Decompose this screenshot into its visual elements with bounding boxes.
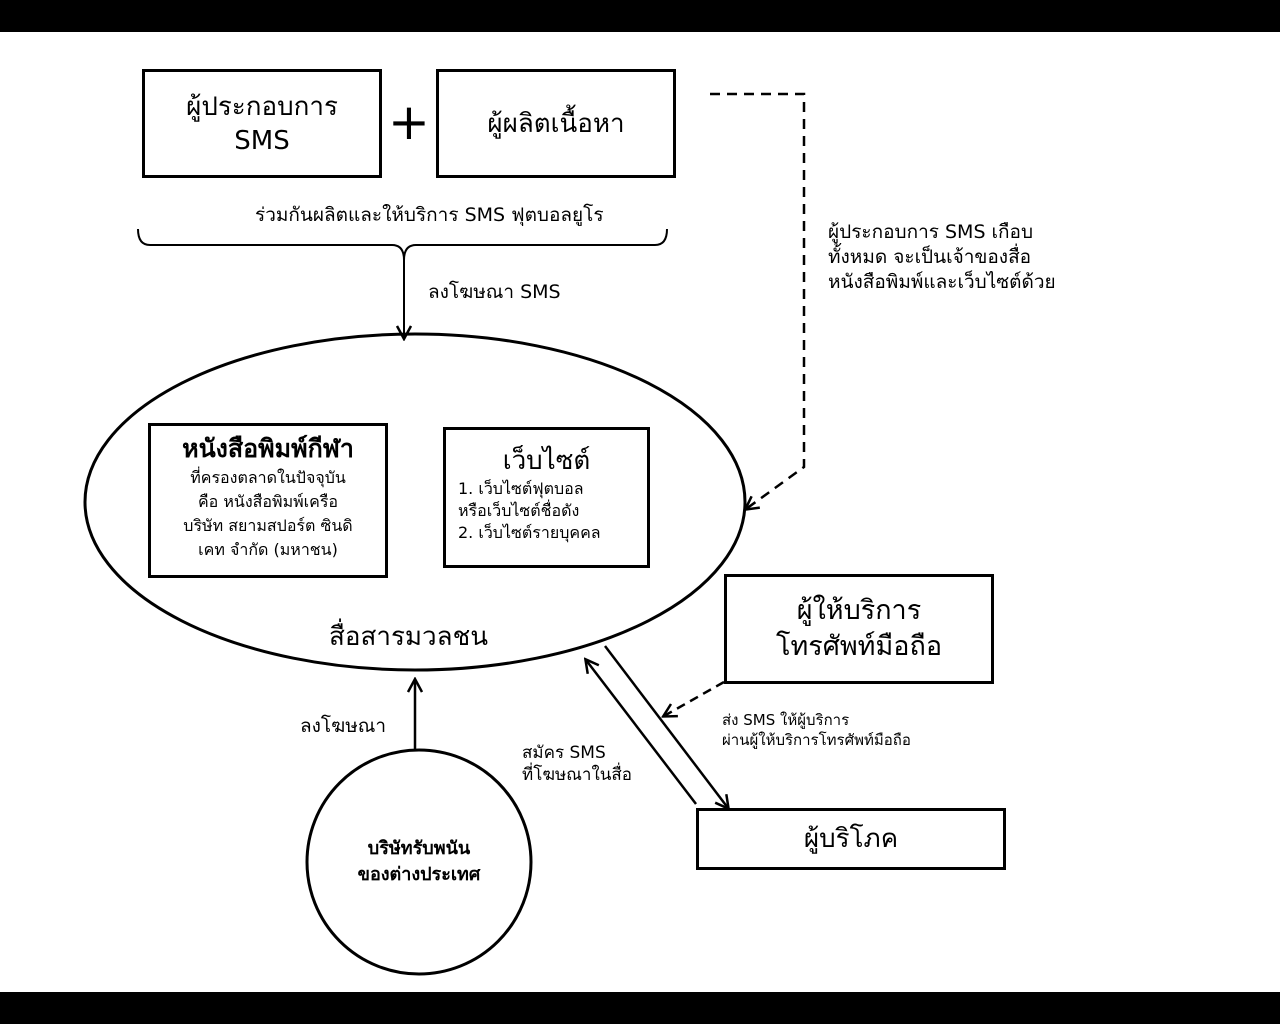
subscribe-line2: ที่โฆษณาในสื่อ	[522, 765, 632, 785]
send-sms-line2: ผ่านผู้ให้บริการโทรศัพท์มือถือ	[722, 731, 911, 749]
connector-layer	[83, 92, 806, 976]
website-line1: 1. เว็บไซต์ฟุตบอล	[458, 479, 584, 498]
sms-delivery-arrow	[604, 645, 728, 808]
gambling-company-circle	[305, 748, 533, 976]
mass-media-ellipse	[83, 332, 747, 672]
subscribe-arrow	[586, 660, 697, 805]
newspaper-line3: บริษัท สยามสปอร์ต ซินดิ	[183, 516, 353, 535]
advertise-label: ลงโฆษณา	[300, 715, 387, 737]
newspaper-title: หนังสือพิมพ์กีฬา	[182, 434, 354, 463]
newspaper-line1: ที่ครองตลาดในปัจจุบัน	[190, 468, 346, 487]
owner-note-line3: หนังสือพิมพ์และเว็บไซต์ด้วย	[828, 271, 1056, 293]
consumer-box: ผู้บริโภค	[696, 808, 1006, 870]
mobile-provider-line1: ผู้ให้บริการ	[796, 595, 922, 626]
owner-note-line2: ทั้งหมด จะเป็นเจ้าของสื่อ	[828, 246, 1032, 268]
subscribe-label: สมัคร SMS ที่โฆษณาในสื่อ	[522, 742, 632, 786]
plus-sign: +	[388, 93, 430, 151]
gambling-company-text: บริษัทรับพนัน ของต่างประเทศ	[320, 836, 518, 888]
sms-operator-line1: ผู้ประกอบการ	[186, 91, 338, 122]
content-producer-label: ผู้ผลิตเนื้อหา	[487, 108, 625, 139]
send-sms-line1: ส่ง SMS ให้ผู้บริการ	[722, 711, 850, 729]
mass-media-label: สื่อสารมวลชน	[329, 622, 489, 652]
gambling-company-line1: บริษัทรับพนัน	[367, 838, 471, 859]
newspaper-box: หนังสือพิมพ์กีฬา ที่ครองตลาดในปัจจุบัน ค…	[148, 423, 388, 578]
owner-note-line1: ผู้ประกอบการ SMS เกือบ	[828, 221, 1034, 243]
newspaper-line2: คือ หนังสือพิมพ์เครือ	[197, 492, 339, 511]
website-box: เว็บไซต์ 1. เว็บไซต์ฟุตบอล หรือเว็บไซต์ช…	[443, 427, 650, 568]
mobile-provider-box: ผู้ให้บริการ โทรศัพท์มือถือ	[724, 574, 994, 684]
consumer-label: ผู้บริโภค	[803, 824, 899, 854]
website-title: เว็บไซต์	[502, 446, 591, 476]
provider-dashed-arrow	[664, 680, 725, 716]
advertise-sms-label: ลงโฆษณา SMS	[428, 281, 561, 303]
newspaper-line4: เคท จำกัด (มหาชน)	[198, 540, 338, 559]
diagram-canvas: ผู้ประกอบการ SMS + ผู้ผลิตเนื้อหา ร่วมกั…	[0, 32, 1280, 992]
sms-operator-line2: SMS	[234, 125, 290, 156]
website-line3: 2. เว็บไซต์รายบุคคล	[458, 523, 601, 542]
brace	[137, 228, 668, 261]
owner-note: ผู้ประกอบการ SMS เกือบ ทั้งหมด จะเป็นเจ้…	[828, 220, 1056, 295]
owner-dashed-line	[710, 92, 806, 509]
content-producer-box: ผู้ผลิตเนื้อหา	[436, 69, 676, 178]
send-sms-label: ส่ง SMS ให้ผู้บริการ ผ่านผู้ให้บริการโทร…	[722, 710, 911, 750]
gambling-company-line2: ของต่างประเทศ	[357, 864, 481, 885]
sms-operator-box: ผู้ประกอบการ SMS	[142, 69, 382, 178]
website-line2: หรือเว็บไซต์ชื่อดัง	[458, 501, 580, 520]
subscribe-line1: สมัคร SMS	[522, 743, 606, 763]
mobile-provider-line2: โทรศัพท์มือถือ	[775, 631, 943, 662]
joint-production-label: ร่วมกันผลิตและให้บริการ SMS ฟุตบอลยูโร	[255, 204, 604, 226]
